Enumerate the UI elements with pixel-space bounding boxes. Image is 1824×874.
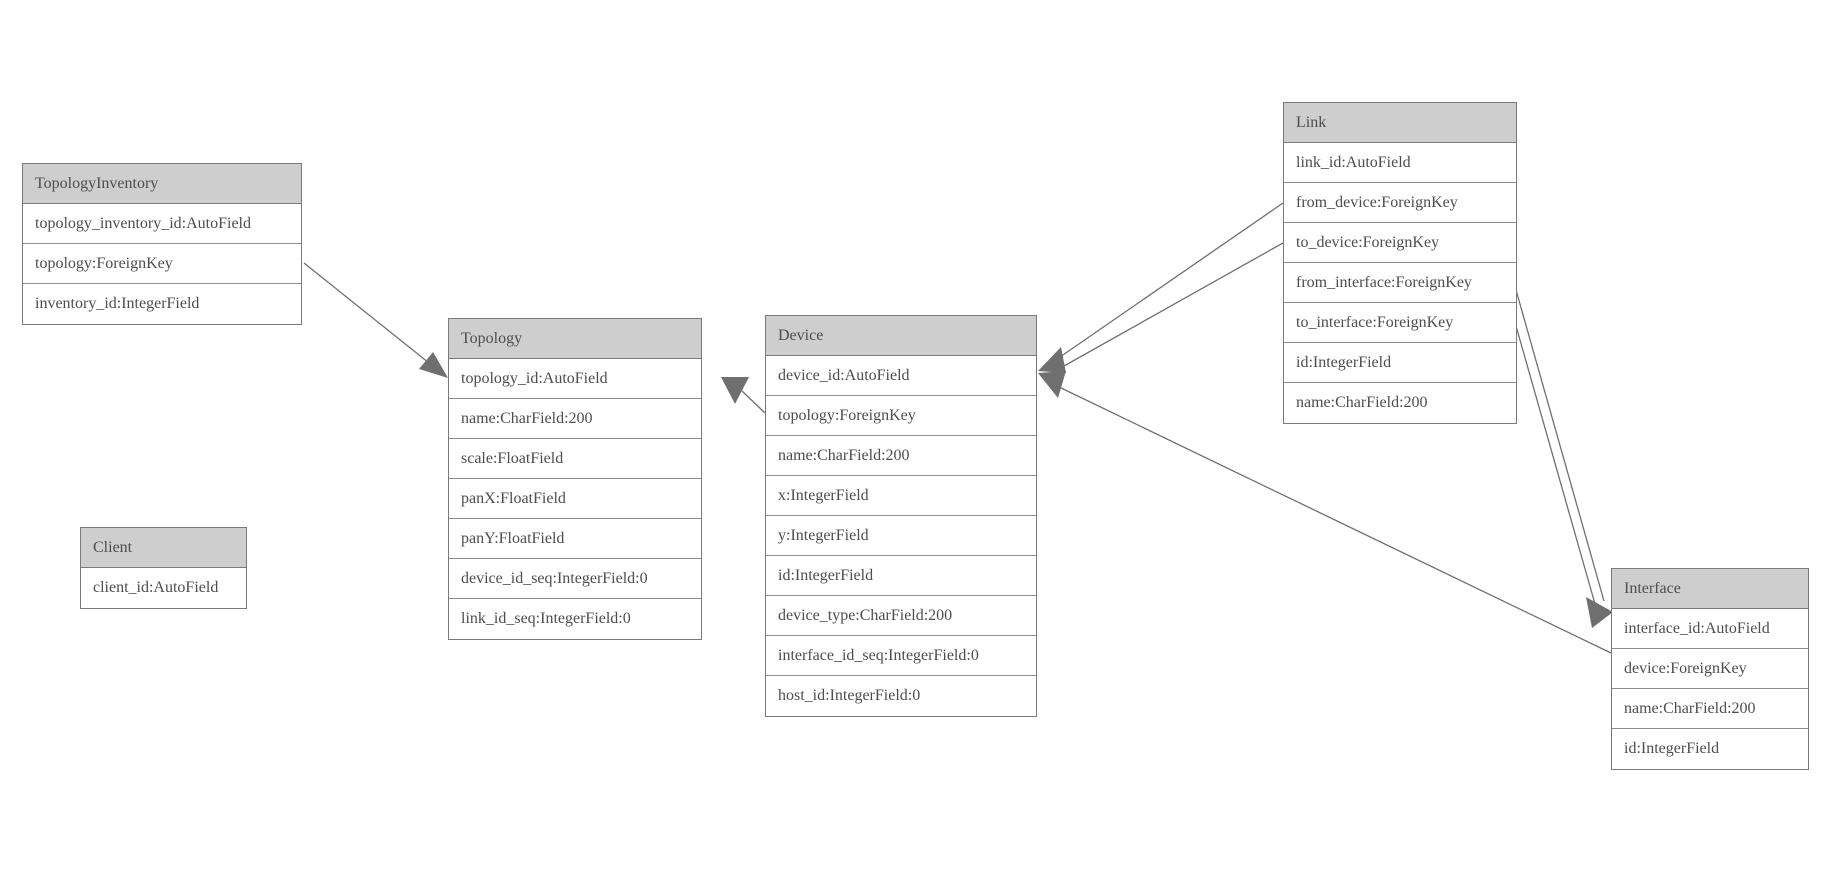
entity-topology[interactable]: Topology topology_id:AutoField name:Char… [448,318,702,640]
field-row: panX:FloatField [449,479,701,519]
field-row: from_device:ForeignKey [1284,183,1516,223]
field-row: link_id:AutoField [1284,143,1516,183]
field-row: id:IntegerField [766,556,1036,596]
field-row: y:IntegerField [766,516,1036,556]
entity-title: Client [81,528,246,568]
field-row: interface_id:AutoField [1612,609,1808,649]
field-row: device_id:AutoField [766,356,1036,396]
relation-arrowhead-link-from-interface-to-interface [1586,597,1613,628]
relation-line-link-from-device-to-device [1059,202,1284,358]
field-row: to_device:ForeignKey [1284,223,1516,263]
relation-arrowhead-interface-device-to-device [1038,371,1066,398]
field-row: inventory_id:IntegerField [23,284,301,324]
field-row: device_id_seq:IntegerField:0 [449,559,701,599]
entity-title: Topology [449,319,701,359]
field-row: panY:FloatField [449,519,701,559]
relation-line-link-to-device-to-device [1063,242,1284,367]
field-row: name:CharField:200 [766,436,1036,476]
field-row: topology:ForeignKey [766,396,1036,436]
entity-title: TopologyInventory [23,164,301,204]
entity-title: Interface [1612,569,1808,609]
field-row: topology:ForeignKey [23,244,301,284]
field-row: topology_id:AutoField [449,359,701,399]
entity-title: Link [1284,103,1516,143]
field-row: x:IntegerField [766,476,1036,516]
relation-line-link-from-interface-to-interface [1515,289,1605,602]
field-row: device_type:CharField:200 [766,596,1036,636]
field-row: id:IntegerField [1284,343,1516,383]
field-row: link_id_seq:IntegerField:0 [449,599,701,639]
field-row: name:CharField:200 [449,399,701,439]
field-row: name:CharField:200 [1284,383,1516,423]
entity-interface[interactable]: Interface interface_id:AutoField device:… [1611,568,1809,770]
field-row: name:CharField:200 [1612,689,1808,729]
relation-arrowhead-device-topology-to-topology [721,377,749,404]
entity-link[interactable]: Link link_id:AutoField from_device:Forei… [1283,102,1517,424]
entity-client[interactable]: Client client_id:AutoField [80,527,247,609]
field-row: to_interface:ForeignKey [1284,303,1516,343]
field-row: scale:FloatField [449,439,701,479]
relation-line-link-to-interface-to-interface [1515,325,1598,612]
field-row: client_id:AutoField [81,568,246,608]
field-row: id:IntegerField [1612,729,1808,769]
entity-topologyinventory[interactable]: TopologyInventory topology_inventory_id:… [22,163,302,325]
entity-device[interactable]: Device device_id:AutoField topology:Fore… [765,315,1037,717]
entity-title: Device [766,316,1036,356]
relation-line-interface-device-to-device [1058,386,1612,654]
field-row: interface_id_seq:IntegerField:0 [766,636,1036,676]
relation-line-topologyinventory-topology-to-topology [303,262,435,368]
relation-arrowhead-topologyinventory-topology-to-topology [419,352,448,378]
field-row: topology_inventory_id:AutoField [23,204,301,244]
relation-arrowhead-link-from-device-to-device [1038,347,1066,373]
field-row: host_id:IntegerField:0 [766,676,1036,716]
relation-line-device-topology-to-topology [741,390,766,414]
field-row: device:ForeignKey [1612,649,1808,689]
field-row: from_interface:ForeignKey [1284,263,1516,303]
